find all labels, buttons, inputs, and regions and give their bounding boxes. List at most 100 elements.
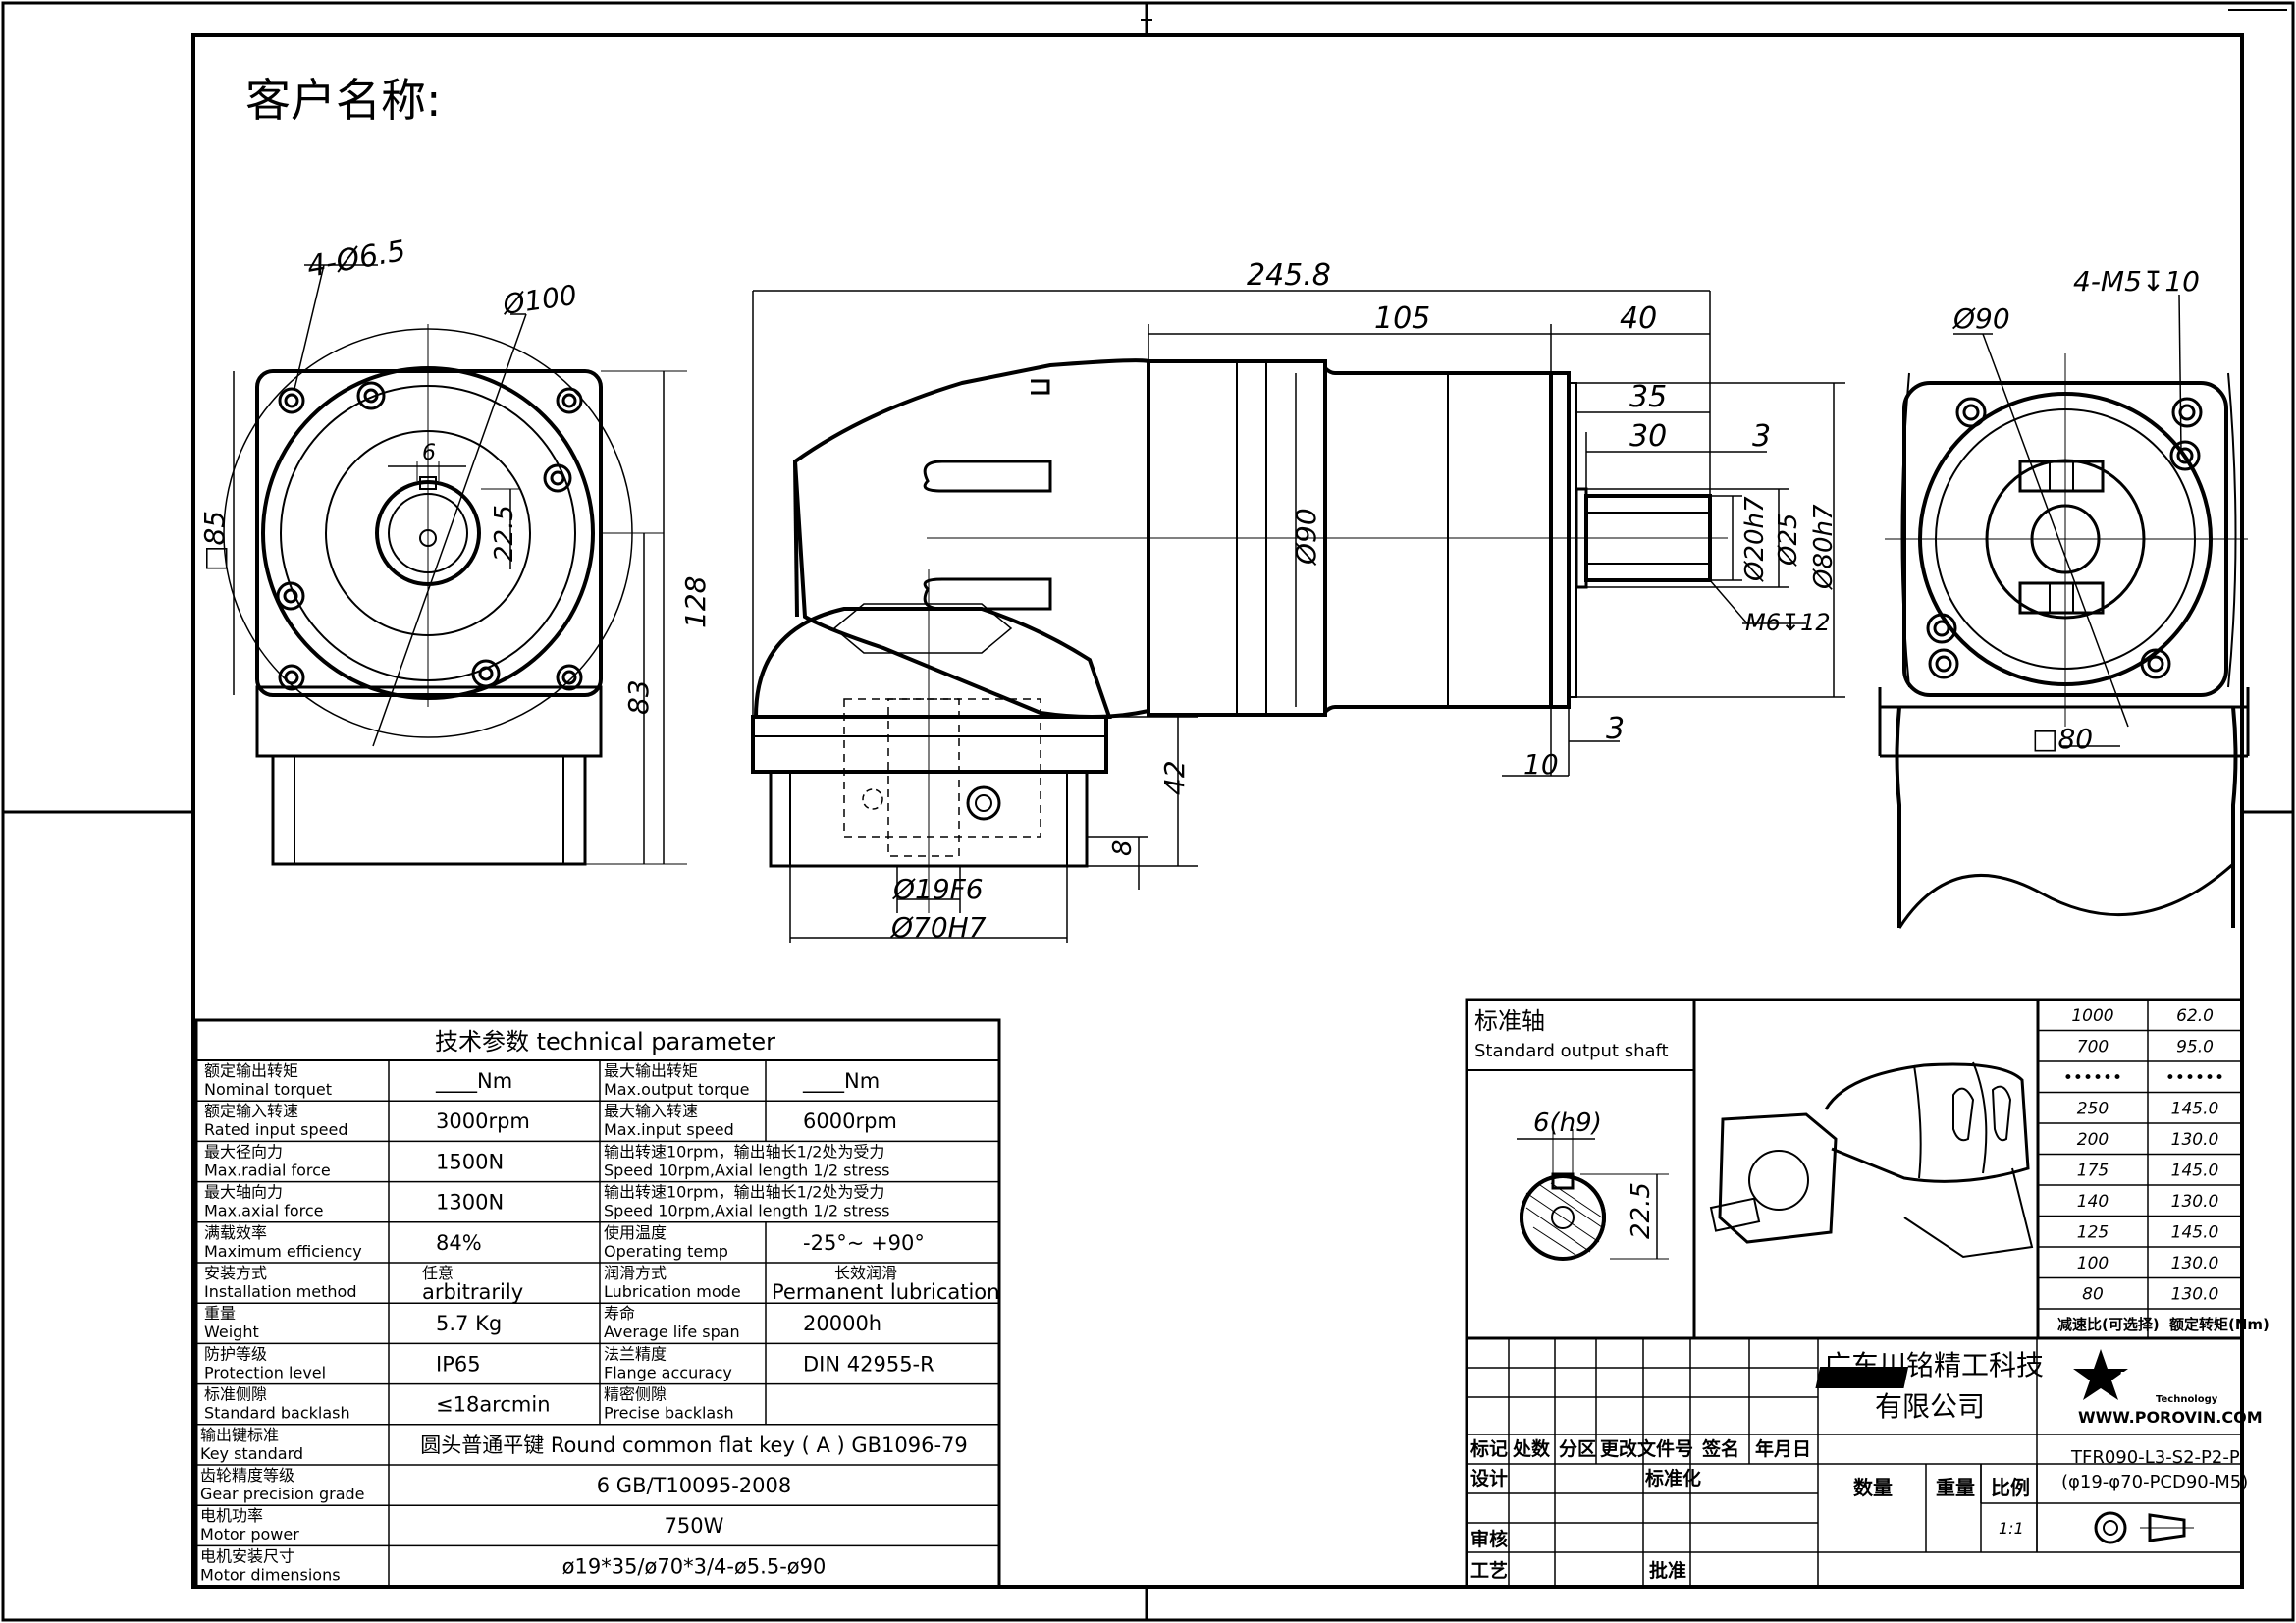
param-value: arbitrarily	[422, 1280, 523, 1304]
brand-logo-text: POROVIN	[2118, 1369, 2210, 1389]
shaft-length-label: 40	[1620, 301, 1657, 336]
shaft-panel-text: 标准轴 Standard output shaft 6(h9) 22.5	[1474, 1007, 1669, 1239]
right-pcd-label: Ø90	[1952, 302, 2010, 335]
param-label-en: Speed 10rpm,Axial length 1/2 stress	[604, 1161, 889, 1179]
tb-pizhun: 批准	[1649, 1560, 1686, 1582]
torque-header: 额定转矩(Nm)	[2169, 1316, 2269, 1333]
param-label-en: Rated input speed	[204, 1120, 348, 1139]
param-label-en: Max.input speed	[604, 1120, 734, 1139]
param-wide-value: 750W	[665, 1514, 724, 1538]
param-value: 5.7 Kg	[436, 1312, 502, 1335]
param-label-en: Weight	[204, 1323, 259, 1341]
param-label-cn: 输出转速10rpm，输出轴长1/2处为受力	[604, 1142, 884, 1161]
height-total-label: 128	[679, 576, 712, 628]
param-label-cn: 电机安装尺寸	[200, 1546, 294, 1565]
tb-biaozhunhua: 标准化	[1645, 1467, 1701, 1489]
param-label-en: Max.output torque	[604, 1080, 750, 1099]
param-label-cn: 寿命	[604, 1304, 635, 1323]
brand-sub-text: Technology	[2156, 1394, 2218, 1405]
shaft-key-height: 22.5	[1627, 1182, 1656, 1239]
tb-zhongliang: 重量	[1936, 1476, 1975, 1499]
tb-shenhe: 审核	[1470, 1528, 1508, 1550]
param-label-cn: 额定输入转速	[204, 1102, 298, 1120]
param-label-cn: 使用温度	[604, 1223, 667, 1242]
param-label-cn: 最大径向力	[204, 1142, 283, 1161]
dia25-label: Ø25	[1774, 513, 1803, 567]
tap-spec-label: 4-M5↧10	[2073, 265, 2200, 298]
param-label-cn: 精密侧隙	[604, 1385, 667, 1404]
param-value: 20000h	[803, 1312, 881, 1335]
ratio-value: 125	[2077, 1223, 2109, 1243]
ratio-value: 175	[2077, 1162, 2109, 1181]
hole-spec-label: 4-Ø6.5	[304, 234, 408, 285]
right-view-dims: 4-M5↧10 Ø90 □80	[1952, 265, 2200, 755]
key-height-label: 22.5	[490, 505, 519, 562]
torque-value: 95.0	[2176, 1038, 2214, 1057]
tb-shuliang: 数量	[1853, 1476, 1893, 1499]
param-value: 6000rpm	[803, 1109, 897, 1133]
ratio-value: 140	[2077, 1192, 2109, 1212]
torque-value: 130.0	[2171, 1254, 2219, 1273]
param-value: Permanent lubrication	[772, 1280, 999, 1304]
param-label-cn: 安装方式	[204, 1264, 267, 1282]
param-label-cn: 润滑方式	[604, 1264, 667, 1282]
title-block	[1465, 1336, 2244, 1589]
side-view	[751, 290, 1845, 943]
param-value: ≤18arcmin	[436, 1393, 551, 1417]
ratio-value: ••••••	[2063, 1068, 2122, 1088]
tb-gengai: 更改文件号	[1600, 1437, 1693, 1460]
website-text: WWW.POROVIN.COM	[2078, 1408, 2263, 1427]
ratio-value: 200	[2077, 1130, 2109, 1150]
param-label-cn: 输出键标准	[200, 1426, 279, 1444]
company-line1: 广东川铭精工科技	[1824, 1349, 2044, 1381]
param-value: 1300N	[436, 1191, 504, 1215]
key-width-label: 6	[422, 441, 436, 465]
model-line1: TFR090-L3-S2-P2-P	[2070, 1447, 2240, 1468]
param-label-en: Precise backlash	[604, 1404, 734, 1423]
param-label-en: Motor dimensions	[200, 1565, 341, 1584]
param-label-cn: 齿轮精度等级	[200, 1466, 294, 1485]
param-label-en: Max.axial force	[204, 1202, 324, 1220]
height-center-label: 83	[622, 679, 655, 715]
param-label-en: Flange accuracy	[604, 1363, 732, 1381]
param-label-cn: 电机功率	[200, 1506, 263, 1525]
ratio-value: 250	[2077, 1100, 2109, 1119]
torque-value: 130.0	[2171, 1130, 2219, 1150]
input-dia-label: Ø19F6	[892, 873, 984, 905]
customer-label: 客户名称:	[245, 74, 442, 127]
tb-qianming: 签名	[1701, 1437, 1739, 1460]
ratio-value: 700	[2077, 1038, 2109, 1057]
shaft-key-width: 6(h9)	[1533, 1109, 1602, 1138]
square-label: □85	[198, 511, 231, 571]
tb-biaoji: 标记	[1470, 1438, 1508, 1460]
len35-label: 35	[1629, 380, 1667, 414]
tap-label: M6↧12	[1745, 609, 1831, 636]
pilot-dia-label: Ø80h7	[1809, 504, 1839, 590]
param-value: ____Nm	[435, 1069, 512, 1094]
param-label-en: Lubrication mode	[604, 1282, 741, 1301]
dim42-label: 42	[1158, 760, 1191, 795]
param-label-cn: 最大输入转速	[604, 1102, 698, 1120]
param-label-en: Speed 10rpm,Axial length 1/2 stress	[604, 1202, 889, 1220]
param-value: IP65	[436, 1352, 481, 1376]
param-label-en: Nominal torquet	[204, 1080, 332, 1099]
overall-length-label: 245.8	[1247, 258, 1331, 293]
param-label-en: Operating temp	[604, 1242, 728, 1261]
param-label-cn: 最大轴向力	[204, 1183, 283, 1202]
param-value-cn: 任意	[422, 1264, 454, 1282]
param-label-cn: 防护等级	[204, 1344, 267, 1363]
param-label-en: Key standard	[200, 1444, 303, 1463]
dim8-label: 8	[1108, 839, 1138, 856]
torque-value: 145.0	[2171, 1100, 2219, 1119]
len3b-label: 3	[1606, 712, 1625, 746]
shaft-title-en: Standard output shaft	[1474, 1041, 1669, 1061]
front-view	[223, 264, 687, 866]
len10-label: 10	[1523, 748, 1559, 781]
param-wide-value: 圆头普通平键 Round common flat key ( A ) GB109…	[420, 1434, 968, 1457]
right-view	[1878, 294, 2250, 929]
model-line2: (φ19-φ70-PCD90-M5)	[2061, 1472, 2248, 1492]
len30-label: 30	[1629, 419, 1667, 454]
